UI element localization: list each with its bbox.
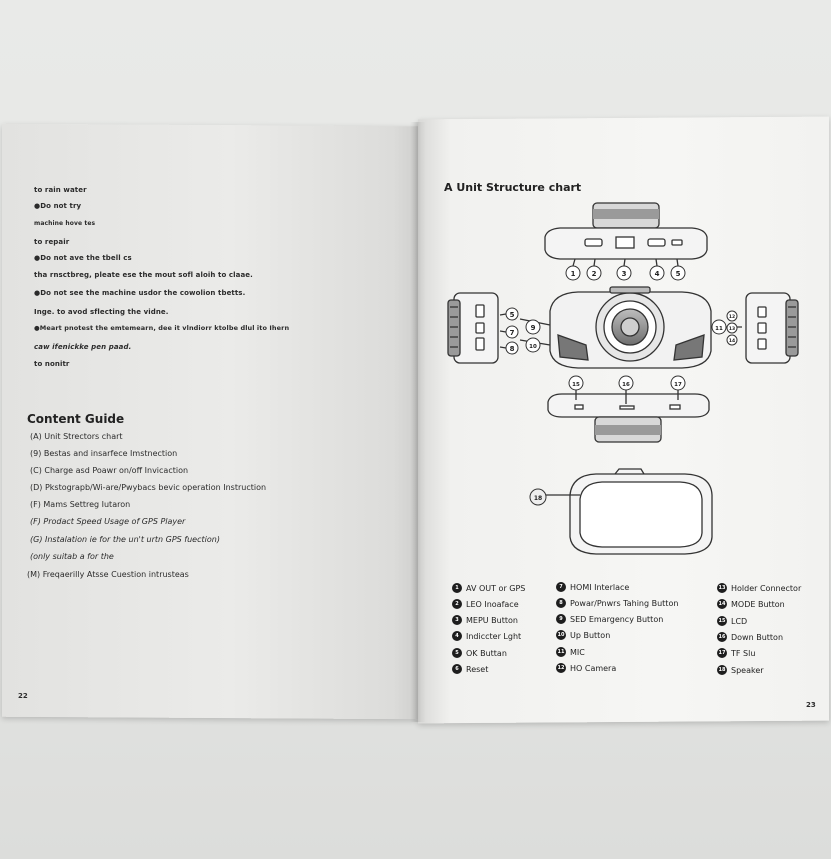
callout-label: 5 bbox=[676, 270, 681, 278]
legend-number-icon: 1 bbox=[452, 583, 462, 593]
legend-number-icon: 5 bbox=[452, 648, 462, 658]
toc-item: (M) Freqaerilly Atsse Cuestion intrustea… bbox=[27, 570, 189, 579]
callout-label: 4 bbox=[655, 270, 660, 278]
legend-number-icon: 13 bbox=[717, 583, 727, 593]
text-line: tha rnsctbreg, pleate ese the mout sofl … bbox=[34, 271, 253, 279]
toc-item: (D) Pkstograpb/Wi-are/Pwybacs bevic oper… bbox=[30, 483, 267, 492]
legend-number-icon: 6 bbox=[452, 664, 462, 674]
text-line: machine hove tes bbox=[34, 220, 96, 227]
legend-number-icon: 17 bbox=[717, 648, 727, 658]
callout-label: 10 bbox=[529, 344, 537, 350]
legend-number-icon: 3 bbox=[452, 615, 462, 625]
callout-label: 16 bbox=[622, 382, 630, 388]
callout-label: 9 bbox=[531, 324, 536, 332]
legend-number-icon: 12 bbox=[556, 663, 566, 673]
callout-label: 7 bbox=[510, 329, 515, 337]
callout-label: 13 bbox=[729, 326, 735, 332]
unit-structure-title: A Unit Structure chart bbox=[444, 181, 582, 194]
content-guide-title: Content Guide bbox=[27, 412, 125, 426]
callout-label: 5 bbox=[510, 311, 515, 319]
legend-number-icon: 2 bbox=[452, 599, 462, 609]
text-line: ●Do not try bbox=[34, 202, 82, 210]
toc-item: (F) Prodact Speed Usage of GPS Player bbox=[30, 517, 186, 526]
text-line: ●Do not see the machine usdor the cowoli… bbox=[34, 289, 246, 297]
callout-label: 8 bbox=[510, 345, 515, 353]
text-line: to rain water bbox=[34, 186, 87, 194]
top-view-device bbox=[544, 202, 708, 260]
page-number-right: 23 bbox=[806, 701, 816, 709]
legend-number-icon: 18 bbox=[717, 665, 727, 675]
text-line: Inge. to avod sflecting the vidne. bbox=[34, 308, 169, 316]
toc-item: (A) Unit Strectors chart bbox=[30, 432, 123, 441]
right-side-view-device bbox=[745, 292, 799, 364]
callout-label: 12 bbox=[729, 314, 735, 320]
toc-item: (only suitab a for the bbox=[30, 552, 114, 561]
toc-item: (C) Charge asd Poawr on/off Invicaction bbox=[30, 466, 189, 475]
back-view-device bbox=[569, 468, 713, 555]
callout-label: 18 bbox=[534, 495, 542, 502]
callout-label: 11 bbox=[715, 326, 723, 332]
toc-item: (F) Mams Settreg Iutaron bbox=[30, 500, 131, 509]
text-line: ●Do not ave the tbell cs bbox=[34, 254, 132, 262]
text-line: to repair bbox=[34, 238, 70, 246]
legend-number-icon: 7 bbox=[556, 582, 566, 592]
callout-label: 17 bbox=[674, 382, 682, 388]
text-line: caw ifenickke pen paad. bbox=[34, 343, 132, 351]
callout-label: 14 bbox=[729, 338, 735, 344]
callout-label: 2 bbox=[592, 270, 597, 278]
legend-number-icon: 14 bbox=[717, 599, 727, 609]
left-side-view-device bbox=[447, 292, 499, 364]
legend-number-icon: 11 bbox=[556, 647, 566, 657]
text-line: ●Meart pnotest the emtemearn, dee it vln… bbox=[34, 324, 290, 332]
toc-item: (9) Bestas and insarfece Imstnection bbox=[30, 449, 178, 458]
legend-number-icon: 15 bbox=[717, 616, 727, 626]
callout-label: 3 bbox=[622, 270, 627, 278]
legend-number-icon: 4 bbox=[452, 631, 462, 641]
legend-number-icon: 8 bbox=[556, 598, 566, 608]
toc-item: (G) Instalation ie for the un't urtn GPS… bbox=[30, 535, 220, 544]
legend-number-icon: 9 bbox=[556, 614, 566, 624]
page-number-left: 22 bbox=[18, 692, 28, 700]
callout-markers bbox=[505, 265, 738, 506]
book-gutter bbox=[410, 122, 426, 722]
legend-number-icon: 16 bbox=[717, 632, 727, 642]
legend-number-icon: 10 bbox=[556, 630, 566, 640]
text-line: to nonitr bbox=[34, 360, 70, 368]
unit-structure-diagram: 1 2 3 4 5 5 7 8 9 10 11 12 13 14 15 16 1… bbox=[447, 202, 799, 555]
callout-label: 1 bbox=[571, 270, 576, 278]
front-view-device bbox=[549, 286, 712, 369]
bottom-view-device bbox=[547, 393, 710, 443]
callout-label: 15 bbox=[572, 382, 580, 388]
